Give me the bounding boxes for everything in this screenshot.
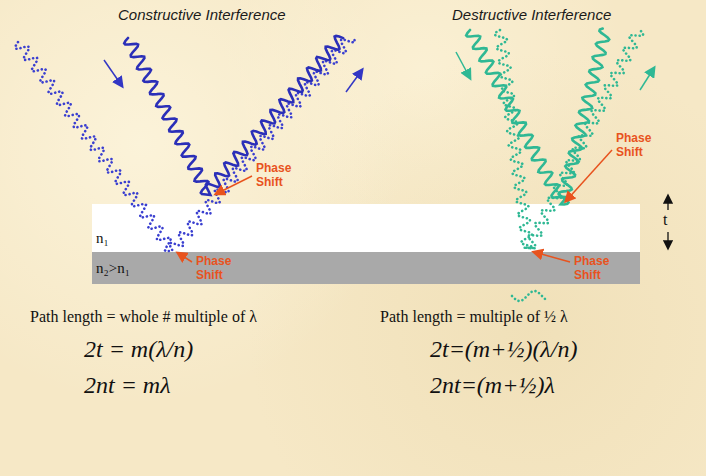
phase-shift-label: Phase Shift (256, 161, 300, 189)
layer-label: n₁ (96, 230, 109, 247)
dimension-arrow (667, 232, 668, 248)
leader-line (534, 252, 570, 262)
direction-arrow (346, 70, 362, 92)
direction-arrow (104, 60, 122, 86)
dotted-wave (512, 291, 545, 301)
leader-line (566, 150, 612, 201)
phase-shift-label: Phase Shift (196, 254, 240, 282)
heading: Destructive Interference (452, 6, 611, 23)
formula: 2nt = mλ (84, 372, 171, 399)
film-layer: n₁ (92, 204, 640, 252)
formula: 2t=(m+½)(λ/n) (430, 336, 577, 363)
solid-wave (124, 36, 343, 195)
solid-wave (466, 29, 609, 205)
heading: Constructive Interference (118, 6, 286, 23)
rule-text: Path length = whole # multiple of λ (30, 308, 257, 326)
dotted-wave (15, 39, 355, 252)
direction-arrow (640, 68, 654, 90)
dimension-label: t (663, 211, 667, 229)
formula: 2nt=(m+½)λ (430, 372, 555, 399)
leader-line (216, 176, 252, 194)
rule-text: Path length = multiple of ½ λ (380, 308, 568, 326)
substrate-layer (92, 252, 640, 284)
direction-arrow (456, 52, 470, 78)
phase-shift-label: Phase Shift (616, 131, 660, 159)
leader-line (178, 253, 192, 262)
phase-shift-label: Phase Shift (574, 254, 618, 282)
substrate-layer: n₂>n₁ (92, 252, 640, 284)
dimension-arrow (667, 196, 668, 210)
layer-label: n₂>n₁ (96, 260, 130, 277)
formula: 2t = m(λ/n) (84, 336, 193, 363)
